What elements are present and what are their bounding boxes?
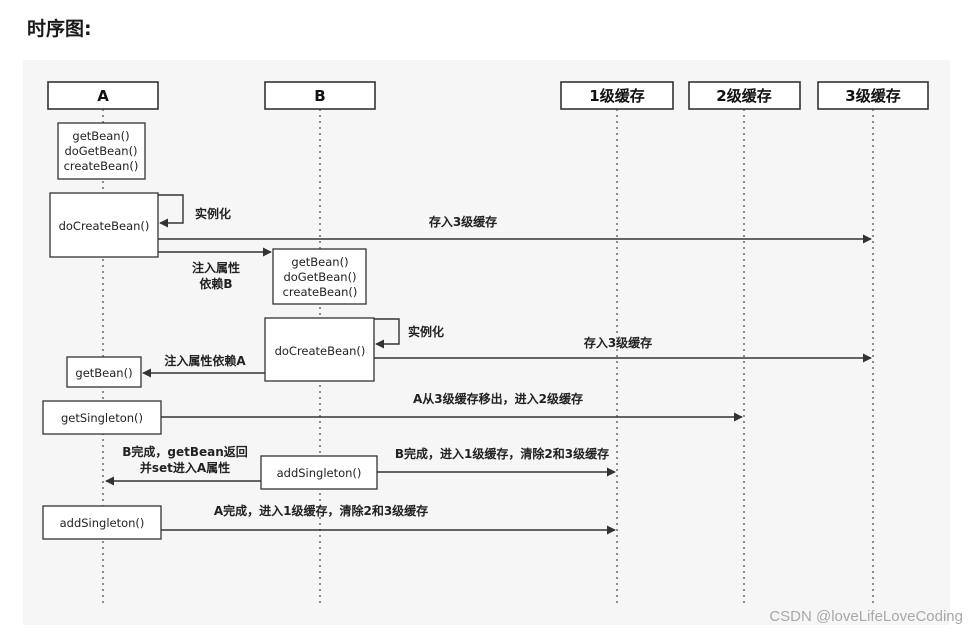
a-createbean-line: createBean() [64, 159, 139, 173]
b-addsingleton-box: addSingleton() [260, 455, 378, 490]
watermark: CSDN @loveLifeLoveCoding [769, 608, 963, 625]
b-createbean-line: createBean() [283, 285, 358, 299]
b-instantiate-self-arrow [374, 318, 400, 349]
a-docreatebean-box: doCreateBean() [49, 192, 159, 258]
b-docreatebean-box: doCreateBean() [264, 317, 375, 382]
a-docreatebean-label: doCreateBean() [59, 219, 150, 233]
a-put-l3-label: 存入3级缓存 [428, 214, 497, 229]
b-done-line1-label: B完成，getBean返回 [122, 444, 248, 459]
page-title: 时序图: [27, 18, 92, 40]
a-getsingleton-box: getSingleton() [42, 400, 162, 435]
participant-a-label: A [97, 87, 109, 105]
participant-l1-cache: 1级缓存 [560, 81, 674, 110]
sequence-diagram-svg: A B 1级缓存 2级缓存 3级缓存 getBean() doGetBean()… [42, 81, 929, 605]
participant-l3-cache: 3级缓存 [817, 81, 929, 110]
a-getbean-group-box: getBean() doGetBean() createBean() [57, 122, 146, 180]
participant-l2-cache-label: 2级缓存 [716, 87, 771, 105]
a-getbean-line: getBean() [72, 129, 129, 143]
a-inject-line2-label: 依赖B [199, 276, 232, 291]
a-getbean-box: getBean() [66, 356, 142, 388]
a-dogetbean-line: doGetBean() [64, 144, 137, 158]
b-docreatebean-label: doCreateBean() [275, 344, 366, 358]
b-dogetbean-line: doGetBean() [283, 270, 356, 284]
b-instantiate-label: 实例化 [408, 324, 444, 339]
a-getbean-label: getBean() [75, 366, 132, 380]
b-addsingleton-label: addSingleton() [277, 466, 362, 480]
a-addsingleton-label: addSingleton() [60, 516, 145, 530]
b-to-l1-label: B完成，进入1级缓存，清除2和3级缓存 [395, 446, 609, 461]
sequence-diagram: A B 1级缓存 2级缓存 3级缓存 getBean() doGetBean()… [23, 60, 950, 625]
participant-b: B [264, 81, 376, 110]
a-move-l3-l2-label: A从3级缓存移出，进入2级缓存 [413, 391, 583, 406]
a-to-l1-label: A完成，进入1级缓存，清除2和3级缓存 [214, 503, 428, 518]
b-put-l3-label: 存入3级缓存 [583, 335, 652, 350]
participant-l2-cache: 2级缓存 [688, 81, 801, 110]
a-instantiate-self-arrow [158, 194, 184, 228]
participant-a: A [47, 81, 159, 110]
participant-b-label: B [314, 87, 325, 105]
b-done-line2-label: 并set进入A属性 [140, 460, 230, 475]
b-inject-a-label: 注入属性依赖A [164, 353, 246, 368]
a-inject-line1-label: 注入属性 [192, 260, 240, 275]
a-addsingleton-box: addSingleton() [42, 505, 162, 540]
a-getsingleton-label: getSingleton() [61, 411, 143, 425]
a-instantiate-label: 实例化 [195, 206, 231, 221]
participant-l3-cache-label: 3级缓存 [845, 87, 900, 105]
b-getbean-group-box: getBean() doGetBean() createBean() [272, 248, 367, 305]
b-getbean-line: getBean() [291, 255, 348, 269]
participant-l1-cache-label: 1级缓存 [589, 87, 644, 105]
